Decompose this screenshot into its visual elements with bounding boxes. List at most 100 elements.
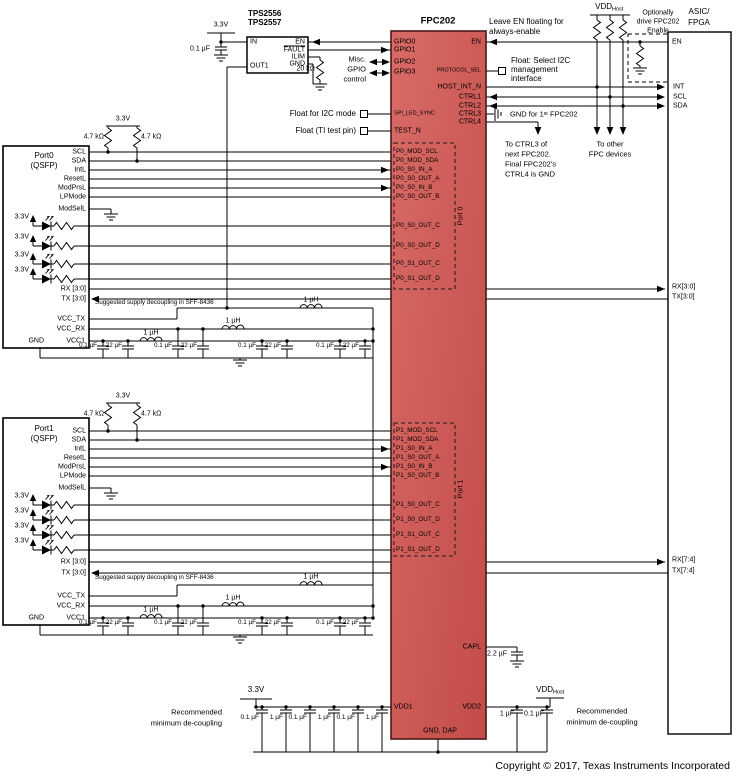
junction-dot [218,39,224,45]
ground-icon [312,83,328,91]
junction-dot [259,704,265,710]
junction-dot [200,603,206,609]
junction-dot [224,305,230,311]
capacitor-icon [358,622,372,627]
arrow-left-icon [311,38,321,46]
junction-dot [435,749,441,755]
junction-dot [284,338,290,344]
fpc202-chip [390,30,487,740]
port0-pin-group-box [393,142,456,290]
host-interface-wiring [486,14,691,136]
junction-dot [620,103,626,109]
arrow-right-icon [381,58,391,66]
asic-fpga [667,31,732,735]
float-terminal-icon [360,110,368,118]
bottom-power-decoupling [240,646,564,755]
resistor-icon [606,19,614,41]
float-terminal-icon [360,127,368,135]
resistor-icon [619,19,627,41]
capacitor-icon [280,345,294,350]
arrow-right-icon [656,558,666,566]
capacitor-icon [255,709,269,714]
arrow-right-icon [380,46,390,54]
arrow-left-icon [488,38,498,46]
capacitor-icon [279,709,293,714]
inductor-icon [139,336,163,342]
ground-icon [232,359,248,367]
arrow-right-icon [656,285,666,293]
junction-dot [544,704,550,710]
junction-dot [259,615,265,621]
ground-icon [103,492,119,500]
arrow-right-icon [656,83,666,91]
port0-decoupling-network [39,303,376,618]
junction-dot [370,326,376,332]
junction-dot [100,338,106,344]
capacitor-icon [196,622,210,627]
arrow-right-icon [380,445,390,453]
arrow-left-icon [90,295,100,303]
tps-power-switch-circuit [207,32,391,308]
junction-dot [331,704,337,710]
capacitor-icon [303,709,317,714]
resistor-icon [104,404,112,426]
junction-dot [253,704,259,710]
ground-icon [509,660,525,668]
junction-dot [175,603,181,609]
junction-dot [283,704,289,710]
tps-box [246,36,309,74]
ground-icon [632,67,648,75]
junction-dot [200,326,206,332]
capacitor-icon [121,345,135,350]
junction-dot [514,704,520,710]
capacitor-icon [96,622,110,627]
capacitor-icon [510,651,524,656]
capacitor-icon [121,622,135,627]
capacitor-icon [540,709,554,714]
junction-dot [175,326,181,332]
junction-dot [362,338,368,344]
junction-dot [362,615,368,621]
fpc202-chip-body [390,30,487,740]
inductor-icon [221,601,245,607]
port1-decoupling-network [39,580,376,644]
capacitor-icon [375,709,389,714]
arrow-right-icon [381,69,391,77]
junction-dot [370,338,376,344]
junction-dot [594,84,600,90]
junction-dot [125,338,131,344]
resistor-icon [593,19,601,41]
ground-icon [213,54,229,62]
junction-dot [370,615,376,621]
arrow-down-icon [619,126,627,136]
junction-dot [355,704,361,710]
arrow-right-icon [380,166,390,174]
inductor-icon [139,613,163,619]
inductor-icon [221,324,245,330]
resistor-icon [133,404,141,426]
capacitor-icon [255,345,269,350]
arrow-left-icon [368,58,378,66]
ground-icon [232,636,248,644]
capacitor-icon [327,709,341,714]
capacitor-icon [280,622,294,627]
capacitor-icon [351,709,365,714]
junction-dot [284,615,290,621]
inductor-icon [299,303,323,309]
capacitor-icon [96,345,110,350]
junction-dot [607,94,613,100]
arrow-down-icon [593,126,601,136]
junction-dot [337,338,343,344]
capacitor-icon [510,709,524,714]
port0-module [2,125,391,349]
resistor-icon [104,127,112,149]
arrow-right-icon [380,184,390,192]
resistor-icon [316,59,324,81]
arrow-right-icon [380,463,390,471]
arrow-down-icon [534,126,542,136]
float-terminal-icon [498,67,506,75]
capacitor-icon [333,622,347,627]
capacitor-icon [171,622,185,627]
